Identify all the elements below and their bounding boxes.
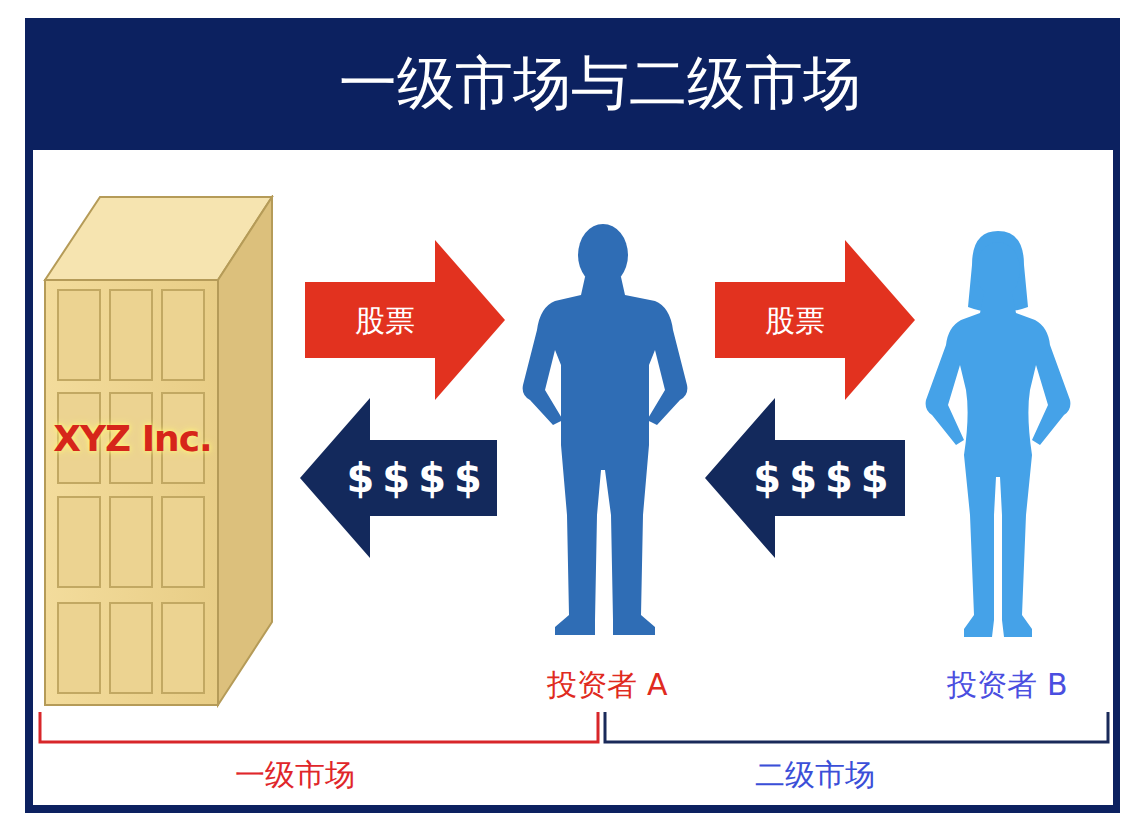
man-silhouette	[515, 215, 700, 645]
node-label: XYZ Inc.	[45, 417, 220, 460]
navy-frame	[25, 18, 1120, 813]
building-window	[162, 290, 204, 380]
building-window	[162, 603, 204, 693]
block-arrow	[305, 240, 505, 400]
woman-head	[976, 242, 1020, 298]
man-head	[578, 224, 628, 286]
arrow-label: 股票	[355, 304, 415, 337]
building-window	[110, 603, 152, 693]
arrow-label: 股票	[765, 304, 825, 337]
block-arrow	[705, 398, 905, 558]
woman-silhouette	[920, 215, 1095, 645]
block-arrow	[715, 240, 915, 400]
man-body	[523, 277, 688, 635]
building-window	[162, 497, 204, 587]
arrow-label: $$$$	[347, 456, 490, 500]
block-arrow	[300, 398, 497, 558]
white-panel	[33, 150, 1113, 805]
secondary-bracket	[605, 712, 1108, 742]
node-label: 投资者 B	[920, 667, 1095, 703]
arrow-label: $$$$	[753, 456, 896, 500]
building-side	[218, 197, 272, 705]
primary-bracket	[40, 712, 598, 742]
building-window	[58, 290, 100, 380]
investor-figure: 投资者 B	[920, 215, 1095, 710]
market-label: 一级市场	[229, 755, 361, 796]
building-window	[58, 497, 100, 587]
node-label: 投资者 A	[515, 667, 700, 703]
building-window	[58, 603, 100, 693]
building-front	[45, 280, 218, 705]
building-window	[110, 497, 152, 587]
market-label: 二级市场	[749, 755, 881, 796]
company-building: XYZ Inc.	[40, 195, 275, 710]
building-window	[110, 290, 152, 380]
investor-figure: 投资者 A	[515, 215, 700, 710]
woman-body	[926, 293, 1071, 637]
diagram-title: 一级市场与二级市场	[339, 45, 861, 123]
